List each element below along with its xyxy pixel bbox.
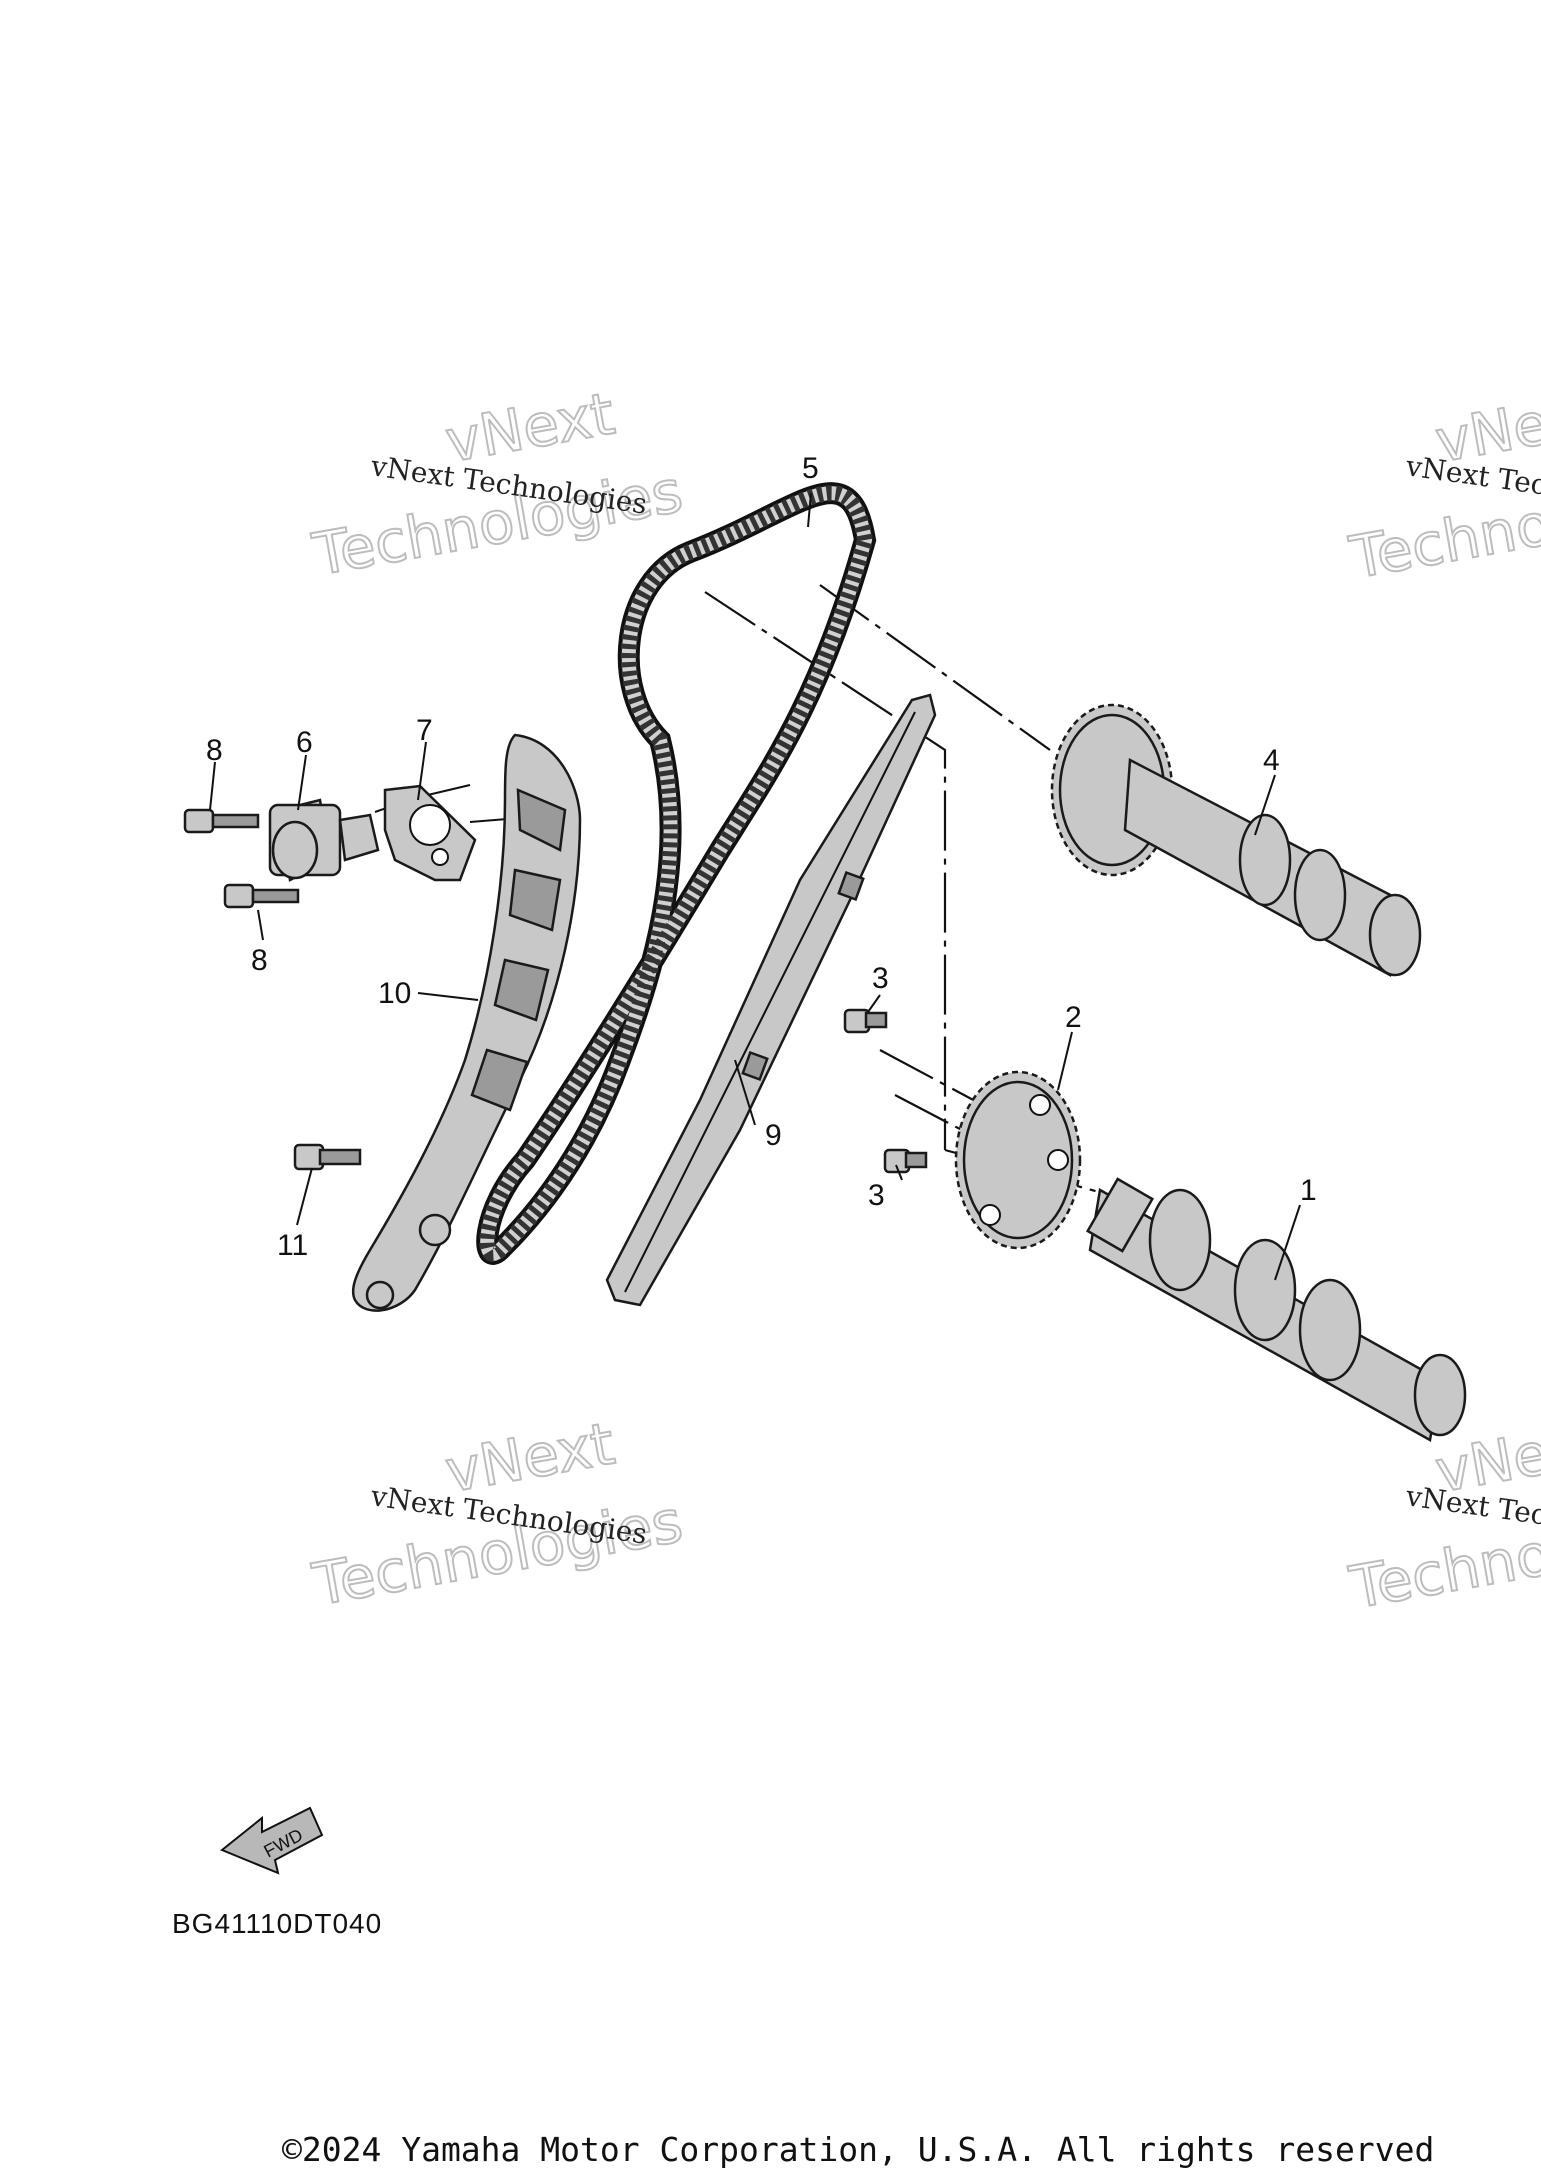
- callout-8-upper: 8: [206, 734, 223, 767]
- intake-camshaft: [1085, 1177, 1467, 1442]
- drawing-code: BG41110DT040: [172, 1908, 382, 1939]
- callout-2: 2: [1065, 1001, 1082, 1034]
- tensioner-bolt-upper: [183, 808, 260, 834]
- tensioner-guide: [351, 733, 582, 1312]
- watermark-top-left: vNext Technologies vNext Technologies: [307, 378, 689, 590]
- callout-1: 1: [1300, 1174, 1317, 1207]
- copyright-notice: ©2024 Yamaha Motor Corporation, U.S.A. A…: [282, 2130, 1435, 2169]
- callout-3-lower: 3: [868, 1179, 885, 1212]
- watermark-big-word-1: vNext: [441, 379, 620, 475]
- sprocket-bolt-upper: [843, 1008, 888, 1034]
- chain-guide: [605, 693, 937, 1307]
- callout-3-upper: 3: [872, 962, 889, 995]
- timing-chain: [476, 482, 877, 1265]
- watermark-big-word-1: vNext: [441, 1409, 620, 1505]
- callout-11: 11: [277, 1229, 308, 1262]
- callout-8-lower: 8: [251, 944, 268, 977]
- watermark-top-right: vNext Technologies vNext Technologies: [1344, 378, 1541, 593]
- callout-7: 7: [416, 714, 433, 747]
- callout-labels: 1 2 3 3 4 5 6 7 8 8 9 10 11: [206, 452, 1317, 1262]
- chain-tensioner: [268, 798, 380, 882]
- pivot-bolt: [293, 1143, 362, 1171]
- callout-leaders: [209, 492, 1301, 1281]
- tensioner-gasket: [383, 784, 477, 882]
- callout-5: 5: [802, 452, 819, 485]
- callout-4: 4: [1263, 744, 1280, 777]
- sprocket-bolt-lower: [883, 1148, 928, 1174]
- intake-camshaft-sprocket: [954, 1070, 1082, 1250]
- tensioner-bolt-lower: [223, 883, 300, 909]
- exhaust-camshaft: [1050, 703, 1422, 977]
- fwd-arrow-icon: FWD: [220, 1806, 324, 1875]
- watermark-bottom-left: vNext Technologies vNext Technologies: [307, 1408, 689, 1620]
- callout-6: 6: [296, 726, 313, 759]
- callout-9: 9: [765, 1119, 782, 1152]
- callout-10: 10: [378, 977, 411, 1010]
- watermark-bottom-right: vNext Technologies vNext Technologies: [1344, 1408, 1541, 1623]
